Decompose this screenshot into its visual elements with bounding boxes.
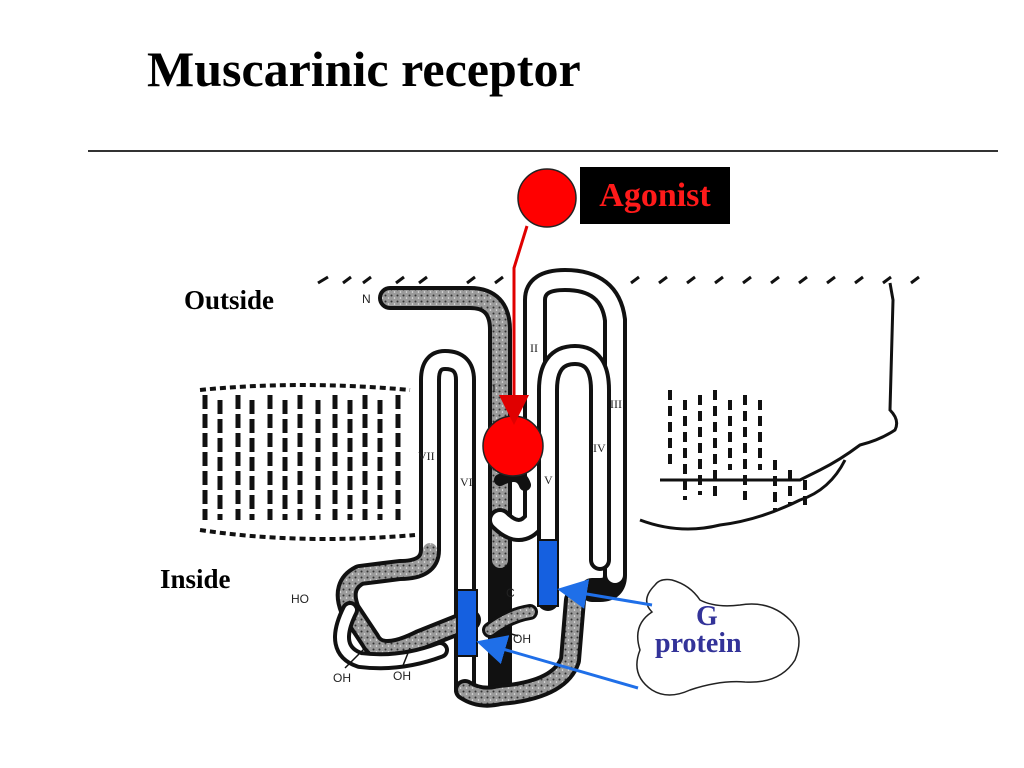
agonist-circle-bound [482,415,544,477]
helix-label-5: V [544,473,553,487]
n-terminus-label: N [362,292,371,306]
hydroxyl-pins [344,631,519,669]
hydroxyl-label-oh-3: OH [513,632,531,646]
receptor-backbone [333,268,627,708]
helix-label-2: II [530,341,538,355]
helix-label-7: VII [418,449,435,463]
g-protein-site-lower [456,589,478,657]
slide-title: Muscarinic receptor [147,41,581,97]
membrane-outer-heads [317,275,920,285]
outside-label: Outside [184,285,275,315]
helix-label-1: I [492,381,496,395]
helix-label-4: IV [593,441,606,455]
title-divider [88,150,998,152]
g-protein-site-upper [537,539,559,607]
agonist-label: Agonist [580,167,730,224]
c-terminus-label: C [506,586,515,600]
g-protein-arrow-lower [476,635,639,690]
agonist-circle-outside [517,168,577,228]
g-protein-label-g: G [696,601,718,632]
hydroxyl-label-oh-1: OH [333,671,351,685]
g-protein-label-protein: protein [655,628,742,659]
inside-label: Inside [160,564,231,594]
g-protein-blob [636,578,800,696]
hydroxyl-label-oh-2: OH [393,669,411,683]
helix-label-3: III [610,397,622,411]
g-protein-arrow-upper [557,579,653,609]
agonist-arrow [499,225,529,425]
hydroxyl-label-ho: HO [291,592,309,606]
membrane-left [199,383,416,541]
helix-label-6: VI [460,475,473,489]
membrane-right [639,282,899,531]
